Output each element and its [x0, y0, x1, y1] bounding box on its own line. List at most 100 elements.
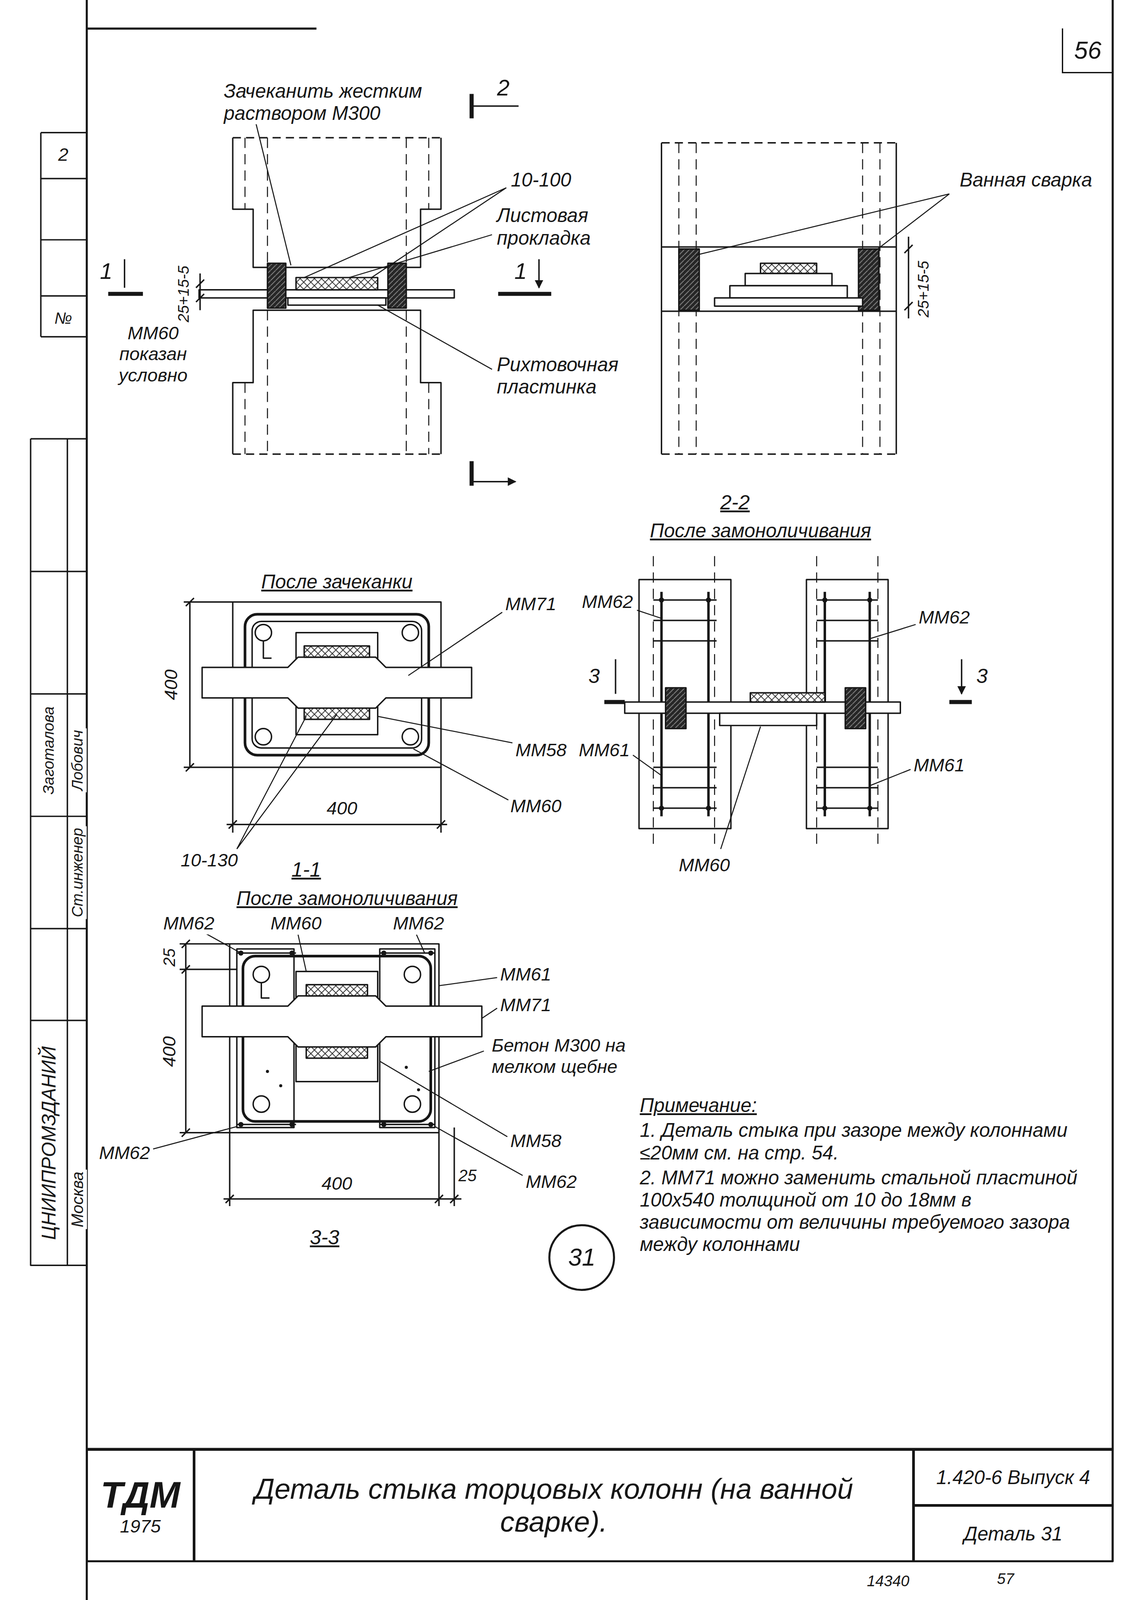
node-text: 1.420-6 Выпуск 4	[936, 1466, 1090, 1489]
drawing-circle	[255, 624, 272, 641]
stamp-text: ЦНИИПРОМЗДАНИЙ	[37, 1044, 60, 1242]
view-title: После замоноличивания	[648, 519, 874, 542]
drawing-circle	[404, 966, 421, 983]
view-title: 3-3	[308, 1225, 342, 1250]
dimension: 400	[319, 1173, 354, 1196]
drawing-path	[202, 657, 472, 709]
drawing-rect	[198, 289, 455, 298]
view-title: После зачеканки	[259, 570, 415, 593]
drawing-path	[40, 132, 87, 338]
drawing-path	[604, 699, 973, 704]
drawing-path	[30, 438, 87, 1266]
instruction-text: Зачеканить жестким раствором М300	[222, 79, 432, 125]
drawing-circle	[404, 1065, 408, 1069]
node-subtext: 1975	[119, 1516, 161, 1538]
drawing-path	[195, 273, 204, 311]
section-mark: 3	[974, 663, 990, 688]
drawing-circle	[822, 805, 828, 811]
part-mark: ММ61	[576, 739, 632, 762]
drawing-circle	[253, 1096, 270, 1113]
title-cell: Деталь стыка торцовых колонн (на ванной …	[194, 1449, 914, 1562]
part-mark: ММ62	[391, 913, 446, 935]
drawing-path	[86, 0, 1113, 1562]
part-mark: ММ62	[917, 607, 972, 629]
part-mark: ММ62	[97, 1143, 152, 1165]
drawing-circle	[659, 597, 664, 603]
stamp-text: №	[52, 309, 75, 328]
drawing-path	[377, 612, 513, 801]
stamp-text: Ст.инженер	[68, 826, 87, 920]
part-mark: ММ71	[503, 593, 559, 616]
drawing-circle	[428, 950, 433, 956]
drawing-path	[202, 996, 482, 1048]
dimension: 25+15-5	[174, 263, 193, 324]
page-number-box: 56	[1061, 28, 1113, 74]
drawing-circle	[402, 728, 419, 746]
drawing-rect	[296, 277, 378, 290]
drawing-path	[696, 194, 950, 256]
archive-number: 57	[995, 1570, 1016, 1589]
drawing-path	[304, 187, 507, 278]
dimension: 400	[158, 1034, 181, 1069]
drawing-circle	[428, 1121, 433, 1127]
drawing-circle	[706, 805, 711, 811]
drawing-rect	[679, 249, 700, 311]
section-mark: 3	[586, 663, 602, 688]
section-mark: 1	[512, 258, 529, 285]
callout-text: Ванная сварка	[957, 168, 1094, 191]
node-text: ТДМ	[100, 1473, 180, 1517]
drawing-rect	[306, 1047, 368, 1059]
drawing-path	[179, 939, 238, 1137]
drawing-rect	[730, 285, 848, 298]
section-mark: 1	[98, 258, 115, 285]
drawing-path	[183, 598, 233, 772]
series-cell: 1.420-6 Выпуск 4	[913, 1449, 1113, 1506]
drawing-rect	[719, 713, 817, 726]
drawing-rect	[267, 263, 286, 309]
drawing-circle	[381, 1121, 387, 1127]
stamp-text: Москва	[68, 1169, 88, 1230]
drawing-g	[86, 0, 1113, 1600]
drawing-path	[236, 714, 337, 849]
drawing-path	[904, 236, 913, 319]
drawing-rect	[714, 297, 863, 306]
part-mark: ММ62	[524, 1171, 579, 1193]
part-mark: ММ60	[677, 854, 732, 877]
part-mark: ММ62	[161, 913, 217, 935]
callout-text: Рихтовочная пластинка	[495, 353, 649, 398]
drawing-path	[263, 640, 272, 659]
detail-callout-circle: 31	[548, 1223, 616, 1292]
stamp-text: Заготалова	[40, 704, 59, 796]
drawing-rect	[750, 692, 826, 703]
dimension: 25	[159, 946, 179, 969]
logo-cell: ТДМ1975	[86, 1449, 194, 1562]
drawing-path	[469, 93, 474, 486]
node-text: Деталь 31	[963, 1522, 1063, 1546]
node-text: 31	[568, 1243, 596, 1272]
view-title: 1-1	[289, 857, 323, 882]
part-mark: ММ62	[579, 591, 635, 613]
circle-outline-path	[549, 1225, 615, 1291]
drawing-circle	[266, 1069, 270, 1073]
drawing-path	[661, 142, 897, 455]
drawing-rect	[287, 297, 386, 306]
part-mark: ММ61	[911, 754, 967, 777]
drawing-rect	[304, 646, 370, 658]
drawing-rect	[745, 273, 832, 286]
dimension: 400	[325, 798, 360, 820]
node-text: 56	[1074, 36, 1102, 65]
part-mark: ММ60	[268, 913, 324, 935]
drawing-rect	[665, 687, 687, 729]
drawing-rect	[379, 949, 435, 1128]
drawing-circle	[255, 728, 272, 746]
part-mark: ММ61	[498, 964, 553, 986]
drawing-circle	[238, 1121, 244, 1127]
drawing-circle	[279, 1084, 283, 1088]
drawing-circle	[867, 805, 873, 811]
stamp-text: 2	[56, 144, 71, 167]
drawing-circle	[402, 624, 419, 641]
view-title: После замоноличивания	[234, 887, 460, 910]
note-text: 2. ММ71 можно заменить стальной пластино…	[638, 1166, 1088, 1256]
part-mark: ММ58	[508, 1130, 564, 1152]
